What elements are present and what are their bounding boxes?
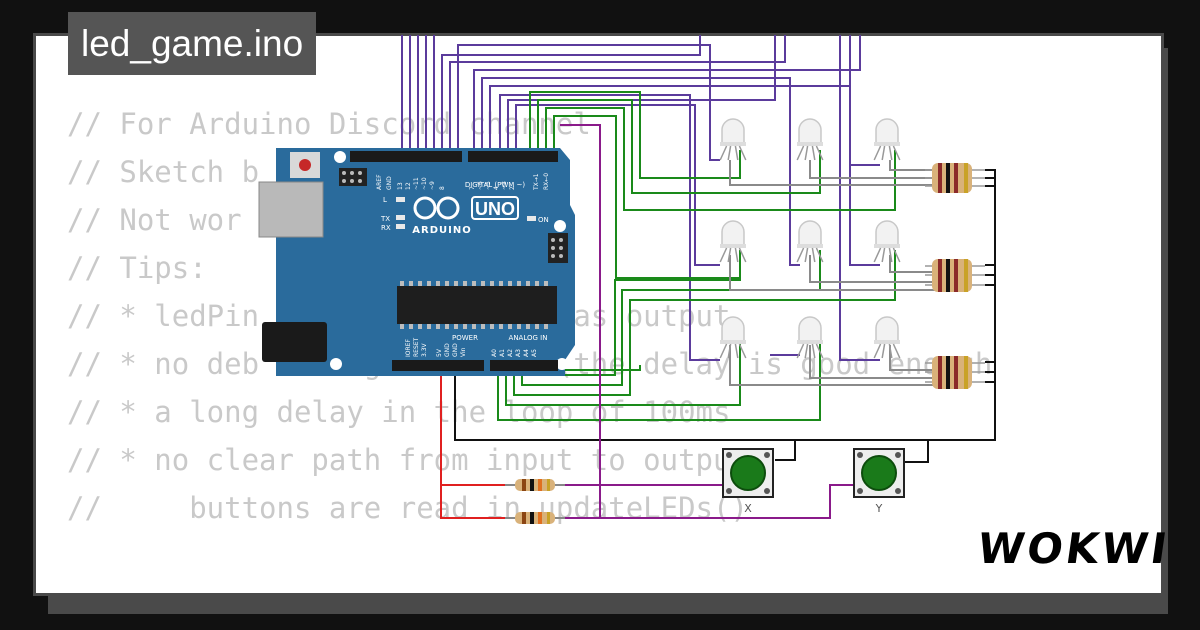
pin-label: GND <box>386 176 393 190</box>
pin-label: ~3 <box>501 181 508 190</box>
rgb-led <box>719 118 747 161</box>
analog-label: ANALOG IN <box>509 334 548 342</box>
digital-label: DIGITAL (PWM ~) <box>465 181 526 189</box>
pin-label: 4 <box>493 186 500 190</box>
tx-label: TX <box>380 215 390 223</box>
button-cap[interactable] <box>861 455 897 491</box>
usb-connector <box>258 181 324 238</box>
power-header <box>392 360 484 371</box>
on-label: ON <box>538 216 549 224</box>
code-line: // Not wor <box>67 203 242 237</box>
pin-label: ~11 <box>413 177 420 190</box>
atmega-chip <box>397 286 557 324</box>
pin-label: A2 <box>507 349 514 357</box>
pin-label: ~10 <box>421 177 428 190</box>
reset-button[interactable] <box>299 159 311 171</box>
mount-hole <box>330 358 342 370</box>
rgb-led <box>719 316 747 359</box>
green-wires <box>497 91 896 421</box>
button-y-label: Y <box>875 502 883 515</box>
pin-label: RX←0 <box>543 173 550 190</box>
pushbutton-y[interactable]: Y <box>853 448 905 515</box>
preview-card <box>33 33 1164 596</box>
pin-label: A3 <box>515 349 522 357</box>
red-wires <box>440 365 515 519</box>
pin-label: A0 <box>491 349 498 357</box>
pin-label: AREF <box>376 174 383 190</box>
rx-label: RX <box>381 224 391 232</box>
analog-header <box>490 360 558 371</box>
pin-label: TX→1 <box>533 173 540 191</box>
pushbutton-x[interactable]: X <box>722 448 774 515</box>
chip-legs <box>400 281 548 329</box>
code-line: // Sketch b <box>67 155 260 189</box>
black-wires <box>454 169 996 463</box>
uno-badge <box>471 196 519 220</box>
pin-label: GND <box>444 343 451 357</box>
top-header-right <box>468 151 558 162</box>
pin-label: A5 <box>531 349 538 357</box>
pin-label: 13 <box>397 182 404 190</box>
pin-label: 8 <box>439 186 446 190</box>
rgb-led <box>873 220 901 263</box>
button-resistors <box>505 479 565 524</box>
mount-hole <box>556 358 568 370</box>
resistor-stack <box>925 356 985 389</box>
pin-label: ~5 <box>485 181 492 190</box>
file-title-tab[interactable]: led_game.ino <box>68 12 317 75</box>
board-brand-label: ARDUINO <box>412 225 471 236</box>
pin-label: Vin <box>460 347 467 357</box>
button-x-label: X <box>744 502 752 515</box>
pin-label: 2 <box>509 186 516 190</box>
pin-label: ~9 <box>429 181 436 190</box>
pin-label: RESET <box>413 337 420 357</box>
pin-label: A1 <box>499 349 506 357</box>
l-label: L <box>383 196 387 204</box>
top-header-left <box>350 151 462 162</box>
pin-label: GND <box>452 343 459 357</box>
code-line: // * ledPin as output <box>67 299 731 333</box>
rgb-led <box>719 220 747 263</box>
power-jack <box>262 322 327 362</box>
code-line: // Tips: <box>67 251 207 285</box>
rgb-led <box>796 220 824 263</box>
gray-wires <box>729 160 935 386</box>
mount-hole <box>334 151 346 163</box>
rgb-led <box>796 118 824 161</box>
button-cap[interactable] <box>730 455 766 491</box>
pin-label: 12 <box>405 182 412 190</box>
pin-label: A4 <box>523 349 530 357</box>
resistor-packs <box>925 163 985 389</box>
code-line: // buttons are read in updateLEDs() <box>67 491 748 525</box>
pin-label: 7 <box>469 186 476 190</box>
status-leds <box>396 197 536 229</box>
purple-wires <box>401 35 880 361</box>
pin-label: ~6 <box>477 181 484 190</box>
code-line: // * a long delay in the loop of 100ms <box>67 395 731 429</box>
pin-label: 3.3V <box>421 342 428 357</box>
pin-label: IOREF <box>405 339 412 357</box>
code-line: // * no clear path from input to output, <box>67 443 766 477</box>
rgb-led <box>873 316 901 359</box>
wokwi-logo: WOKWI <box>974 524 1173 573</box>
arduino-logo-icon <box>413 196 460 220</box>
icsp-pins <box>342 171 563 258</box>
mount-hole <box>554 220 566 232</box>
resistor-stack <box>925 259 985 292</box>
rgb-led <box>796 316 824 359</box>
power-label: POWER <box>452 334 478 342</box>
rgb-led <box>873 118 901 161</box>
rgb-led-grid <box>719 118 901 359</box>
board-model-label: UNO <box>475 199 515 219</box>
pin-label: 5V <box>436 348 443 357</box>
arduino-uno-board[interactable]: UNO ARDUINO DIGITAL (PWM ~) POWER ANALOG… <box>258 148 575 376</box>
resistor-stack <box>925 163 985 193</box>
